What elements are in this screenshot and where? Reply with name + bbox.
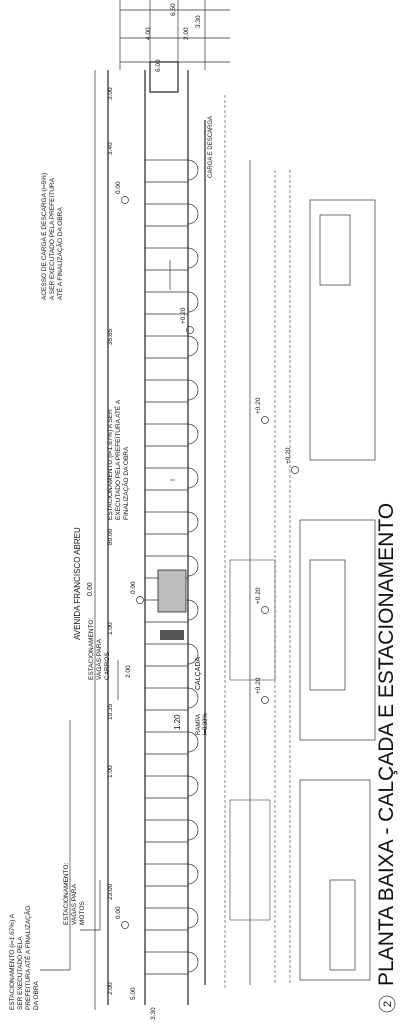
tree-arc <box>187 819 199 841</box>
building-footprints <box>274 170 376 985</box>
title-number: 2 <box>382 1001 394 1007</box>
dimension-label: 2.00 <box>107 982 114 995</box>
svg-text:ATÉ A FINALIZAÇÃO DA OBRA: ATÉ A FINALIZAÇÃO DA OBRA <box>55 207 64 300</box>
street-name: AVENIDA FRANCISCO ABREU <box>73 527 82 640</box>
svg-text:A SER EXECUTADO PELA PREFEITUR: A SER EXECUTADO PELA PREFEITURA <box>49 177 56 300</box>
level-markers: 0.00 0.00 +0.20 +0.20 +0.20 +0.20 +0.20 0.00 <box>115 181 299 929</box>
tree-arc <box>187 335 199 357</box>
leader-lines <box>40 260 175 971</box>
dimension-label: 3.00 <box>107 87 114 100</box>
svg-text:VAGAS PARA: VAGAS PARA <box>71 883 78 925</box>
svg-text:MOTOS: MOTOS <box>79 901 86 925</box>
level-label: 0.00 <box>130 581 137 594</box>
dimension-label: 1.00 <box>107 622 114 635</box>
svg-text:PREFEITURA ATÉ A FINALIZAÇÃO: PREFEITURA ATÉ A FINALIZAÇÃO <box>23 906 32 1010</box>
svg-text:SER EXECUTADO PELA: SER EXECUTADO PELA <box>17 936 24 1010</box>
dimension-label: 5.00 <box>130 987 137 1000</box>
dimension-label: 2.00 <box>183 27 190 40</box>
dimension-label: 1.00 <box>107 765 114 778</box>
svg-text:DA OBRA: DA OBRA <box>33 980 40 1010</box>
title-number-circle <box>378 995 396 1013</box>
drawing-title: PLANTA BAIXA - CALÇADA E ESTACIONAMENTO <box>375 503 398 986</box>
tree-arc <box>187 555 199 577</box>
svg-text:CARROS: CARROS <box>104 652 111 680</box>
level-label: +0.20 <box>255 677 262 694</box>
tree-arc <box>187 907 199 929</box>
level-marker <box>136 596 144 604</box>
tree-arc <box>187 467 199 489</box>
tree-arc <box>187 379 199 401</box>
hatched-areas <box>157 559 276 921</box>
svg-text:RAMPA: RAMPA <box>196 714 202 735</box>
tree-arc <box>187 599 199 621</box>
svg-text:1.20: 1.20 <box>173 714 182 730</box>
parking-strip <box>94 70 251 1010</box>
level-label: +0.20 <box>180 307 187 324</box>
level-label: +0.20 <box>285 447 292 464</box>
tree-arc <box>187 291 199 313</box>
dimension-label: 3.30 <box>150 1007 157 1020</box>
level-marker <box>121 196 129 204</box>
level-marker <box>261 606 269 614</box>
dimension-label: 23.00 <box>107 883 114 900</box>
tree-arc <box>187 731 199 753</box>
tree-arc <box>187 247 199 269</box>
level-marker <box>261 416 269 424</box>
svg-text:FINALIZAÇÃO DA OBRA: FINALIZAÇÃO DA OBRA <box>121 446 130 520</box>
dimension-label: 3.30 <box>195 15 202 28</box>
level-label: 0.00 <box>115 906 122 919</box>
dimension-label: 80.00 <box>107 528 114 545</box>
dimension-labels: 2.00 23.00 1.00 10.35 2.00 1.00 80.00 35.65 3.40… <box>107 3 202 1020</box>
label-rampa: RAMPA i=8.33% <box>196 712 209 735</box>
tree-arc <box>187 863 199 885</box>
stamp-label: 1.20 <box>173 714 182 730</box>
tree-arc <box>187 511 199 533</box>
level-label: +0.20 <box>255 397 262 414</box>
note-access: ACESSO DE CARGA E DESCARGA (i=5%) A SER … <box>41 173 64 300</box>
tree-arc <box>187 951 199 973</box>
dimension-label: 10.35 <box>107 703 114 720</box>
label-calcada: CALÇADA <box>195 657 202 690</box>
level-label: 0.00 <box>115 181 122 194</box>
street-level: 0.00 <box>87 582 94 596</box>
tree-arc <box>187 775 199 797</box>
svg-text:VAGAS PARA: VAGAS PARA <box>96 638 103 680</box>
tree-arc <box>187 643 199 665</box>
note-motos: ESTACIONAMENTO: VAGAS PARA MOTOS <box>63 863 86 925</box>
note-parking-mid: ESTACIONAMENTO (i=1.67%) A SER EXECUTADO… <box>107 399 130 520</box>
parking-stall-lines <box>145 159 188 975</box>
dimension-label: 6.50 <box>170 3 177 16</box>
tree-arc <box>187 203 199 225</box>
label-carga: CARGA E DESCARGA <box>208 116 214 178</box>
svg-text:EXECUTADO PELA PREFEITURA ATÉ: EXECUTADO PELA PREFEITURA ATÉ A <box>113 399 122 520</box>
dimension-label: 4.00 <box>145 27 152 40</box>
note-carros: ESTACIONAMENTO: VAGAS PARA CARROS <box>88 618 111 680</box>
level-marker <box>291 466 299 474</box>
svg-text:i=8.33%: i=8.33% <box>203 712 209 735</box>
svg-text:ESTACIONAMENTO (i=1.67%) A SER: ESTACIONAMENTO (i=1.67%) A SER <box>107 409 114 520</box>
level-marker <box>261 696 269 704</box>
dimension-label: 3.40 <box>107 142 114 155</box>
tree-arcs <box>187 159 199 973</box>
svg-text:ESTACIONAMENTO:: ESTACIONAMENTO: <box>63 863 70 925</box>
dimension-label: 2.00 <box>125 665 132 678</box>
svg-text:CALÇADA: CALÇADA <box>195 657 202 690</box>
svg-text:CARGA E DESCARGA: CARGA E DESCARGA <box>208 116 214 178</box>
svg-text:ESTACIONAMENTO:: ESTACIONAMENTO: <box>88 618 95 680</box>
note-parking-left: ESTACIONAMENTO (i=1.67%) A SER EXECUTADO… <box>9 906 40 1010</box>
svg-text:ACESSO DE CARGA E DESCARGA (i=: ACESSO DE CARGA E DESCARGA (i=5%) <box>41 173 48 300</box>
level-marker <box>121 921 129 929</box>
tree-arc <box>187 687 199 709</box>
top-dimension-block <box>119 0 230 93</box>
tree-arc <box>187 159 199 181</box>
dimension-label: 6.00 <box>155 59 162 72</box>
dimension-label: 35.65 <box>107 328 114 345</box>
level-marker <box>186 326 194 334</box>
level-label: +0.20 <box>255 587 262 604</box>
svg-text:ESTACIONAMENTO (i=1.67%) A: ESTACIONAMENTO (i=1.67%) A <box>9 913 16 1010</box>
tree-arc <box>187 423 199 445</box>
